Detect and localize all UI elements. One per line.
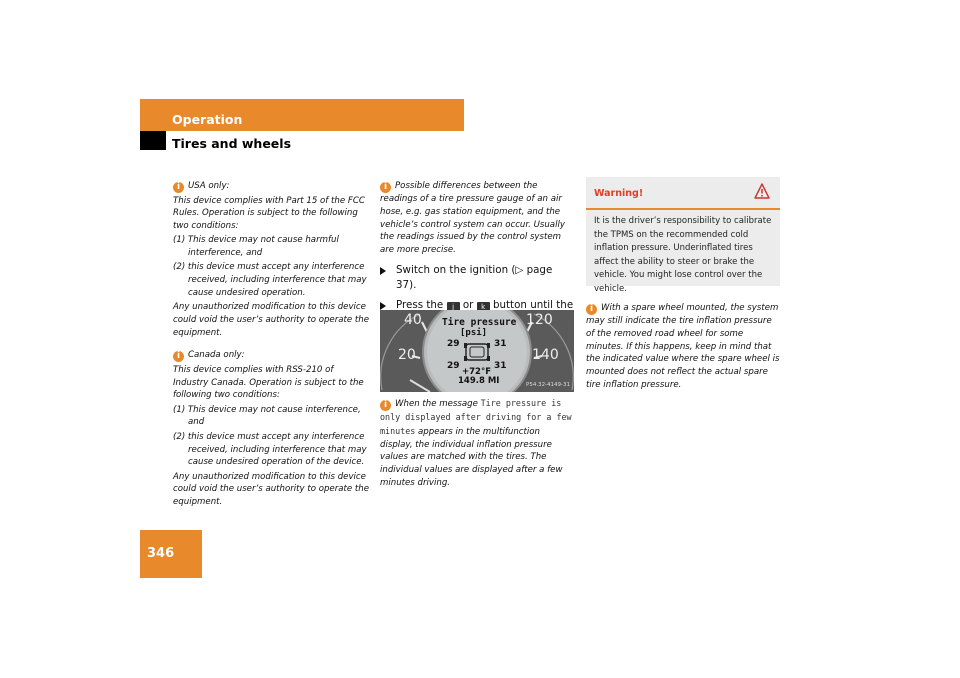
note-canada-condition-2: (2) this device must accept any interfer… bbox=[173, 431, 367, 468]
up-button-icon: j bbox=[446, 301, 460, 313]
pressure-front-right: 31 bbox=[494, 339, 507, 349]
step-arrow-icon bbox=[380, 266, 386, 275]
note-usa-condition-2: (2) this device must accept any interfer… bbox=[173, 262, 367, 299]
note-canada-outro: Any unauthorized modification to this de… bbox=[173, 471, 369, 508]
warning-text: It is the driver’s responsibility to cal… bbox=[594, 216, 772, 294]
step-ignition: Switch on the ignition (▷ page 37). bbox=[380, 263, 574, 294]
note-usa-intro: This device complies with Part 15 of the… bbox=[173, 195, 365, 232]
pressure-rear-right: 31 bbox=[494, 361, 507, 371]
note-usa-outro: Any unauthorized modification to this de… bbox=[173, 302, 369, 338]
instrument-cluster-illustration bbox=[380, 310, 574, 392]
warning-divider bbox=[586, 208, 780, 210]
note-canada-condition-1: (1) This device may not cause interferen… bbox=[173, 404, 361, 428]
warning-box: Warning! It is the driver’s responsibili… bbox=[586, 177, 780, 294]
note-usa-heading: USA only: bbox=[188, 181, 230, 191]
tire-pressure-display-figure: 40 20 120 140 Tire pressure [psi] 29 31 … bbox=[380, 310, 574, 392]
header-marker bbox=[140, 131, 166, 150]
warning-triangle-icon bbox=[754, 183, 770, 199]
section-title: Operation bbox=[172, 112, 243, 127]
section-subtitle: Tires and wheels bbox=[172, 136, 292, 151]
page-number-box bbox=[140, 530, 202, 578]
info-icon: i bbox=[380, 182, 391, 193]
display-message: Tire pressure is only displayed after dr… bbox=[380, 398, 572, 436]
display-title: Tire pressure bbox=[442, 317, 517, 328]
down-button-icon: k bbox=[476, 301, 490, 313]
column-left: i USA only: This device complies with Par… bbox=[173, 180, 370, 511]
note-readings: Possible differences between the reading… bbox=[380, 181, 565, 256]
warning-title: Warning! bbox=[594, 188, 644, 199]
gauge-label-120: 120 bbox=[526, 312, 553, 328]
note-usa-condition-1: (1) This device may not cause harmful in… bbox=[173, 235, 339, 259]
header-bar bbox=[140, 99, 464, 131]
info-icon: i bbox=[173, 351, 184, 363]
info-icon: i bbox=[586, 304, 597, 315]
step-arrow-icon bbox=[380, 301, 386, 310]
info-icon: i bbox=[380, 400, 391, 411]
gauge-label-140: 140 bbox=[532, 347, 559, 363]
gauge-label-40: 40 bbox=[404, 312, 422, 328]
note-canada-heading: Canada only: bbox=[188, 350, 245, 361]
page-number: 346 bbox=[147, 546, 175, 561]
figure-code: P54.32-4149-31 bbox=[526, 382, 571, 388]
outside-temperature: +72°F bbox=[462, 367, 492, 377]
pressure-rear-left: 29 bbox=[447, 361, 460, 371]
pressure-front-left: 29 bbox=[447, 339, 460, 349]
note-canada-intro: This device complies with RSS-210 of Ind… bbox=[173, 364, 364, 401]
info-icon: i bbox=[173, 182, 184, 193]
display-unit: [psi] bbox=[460, 328, 488, 338]
odometer-reading: 149.8 MI bbox=[458, 376, 500, 386]
gauge-label-20: 20 bbox=[398, 347, 416, 363]
